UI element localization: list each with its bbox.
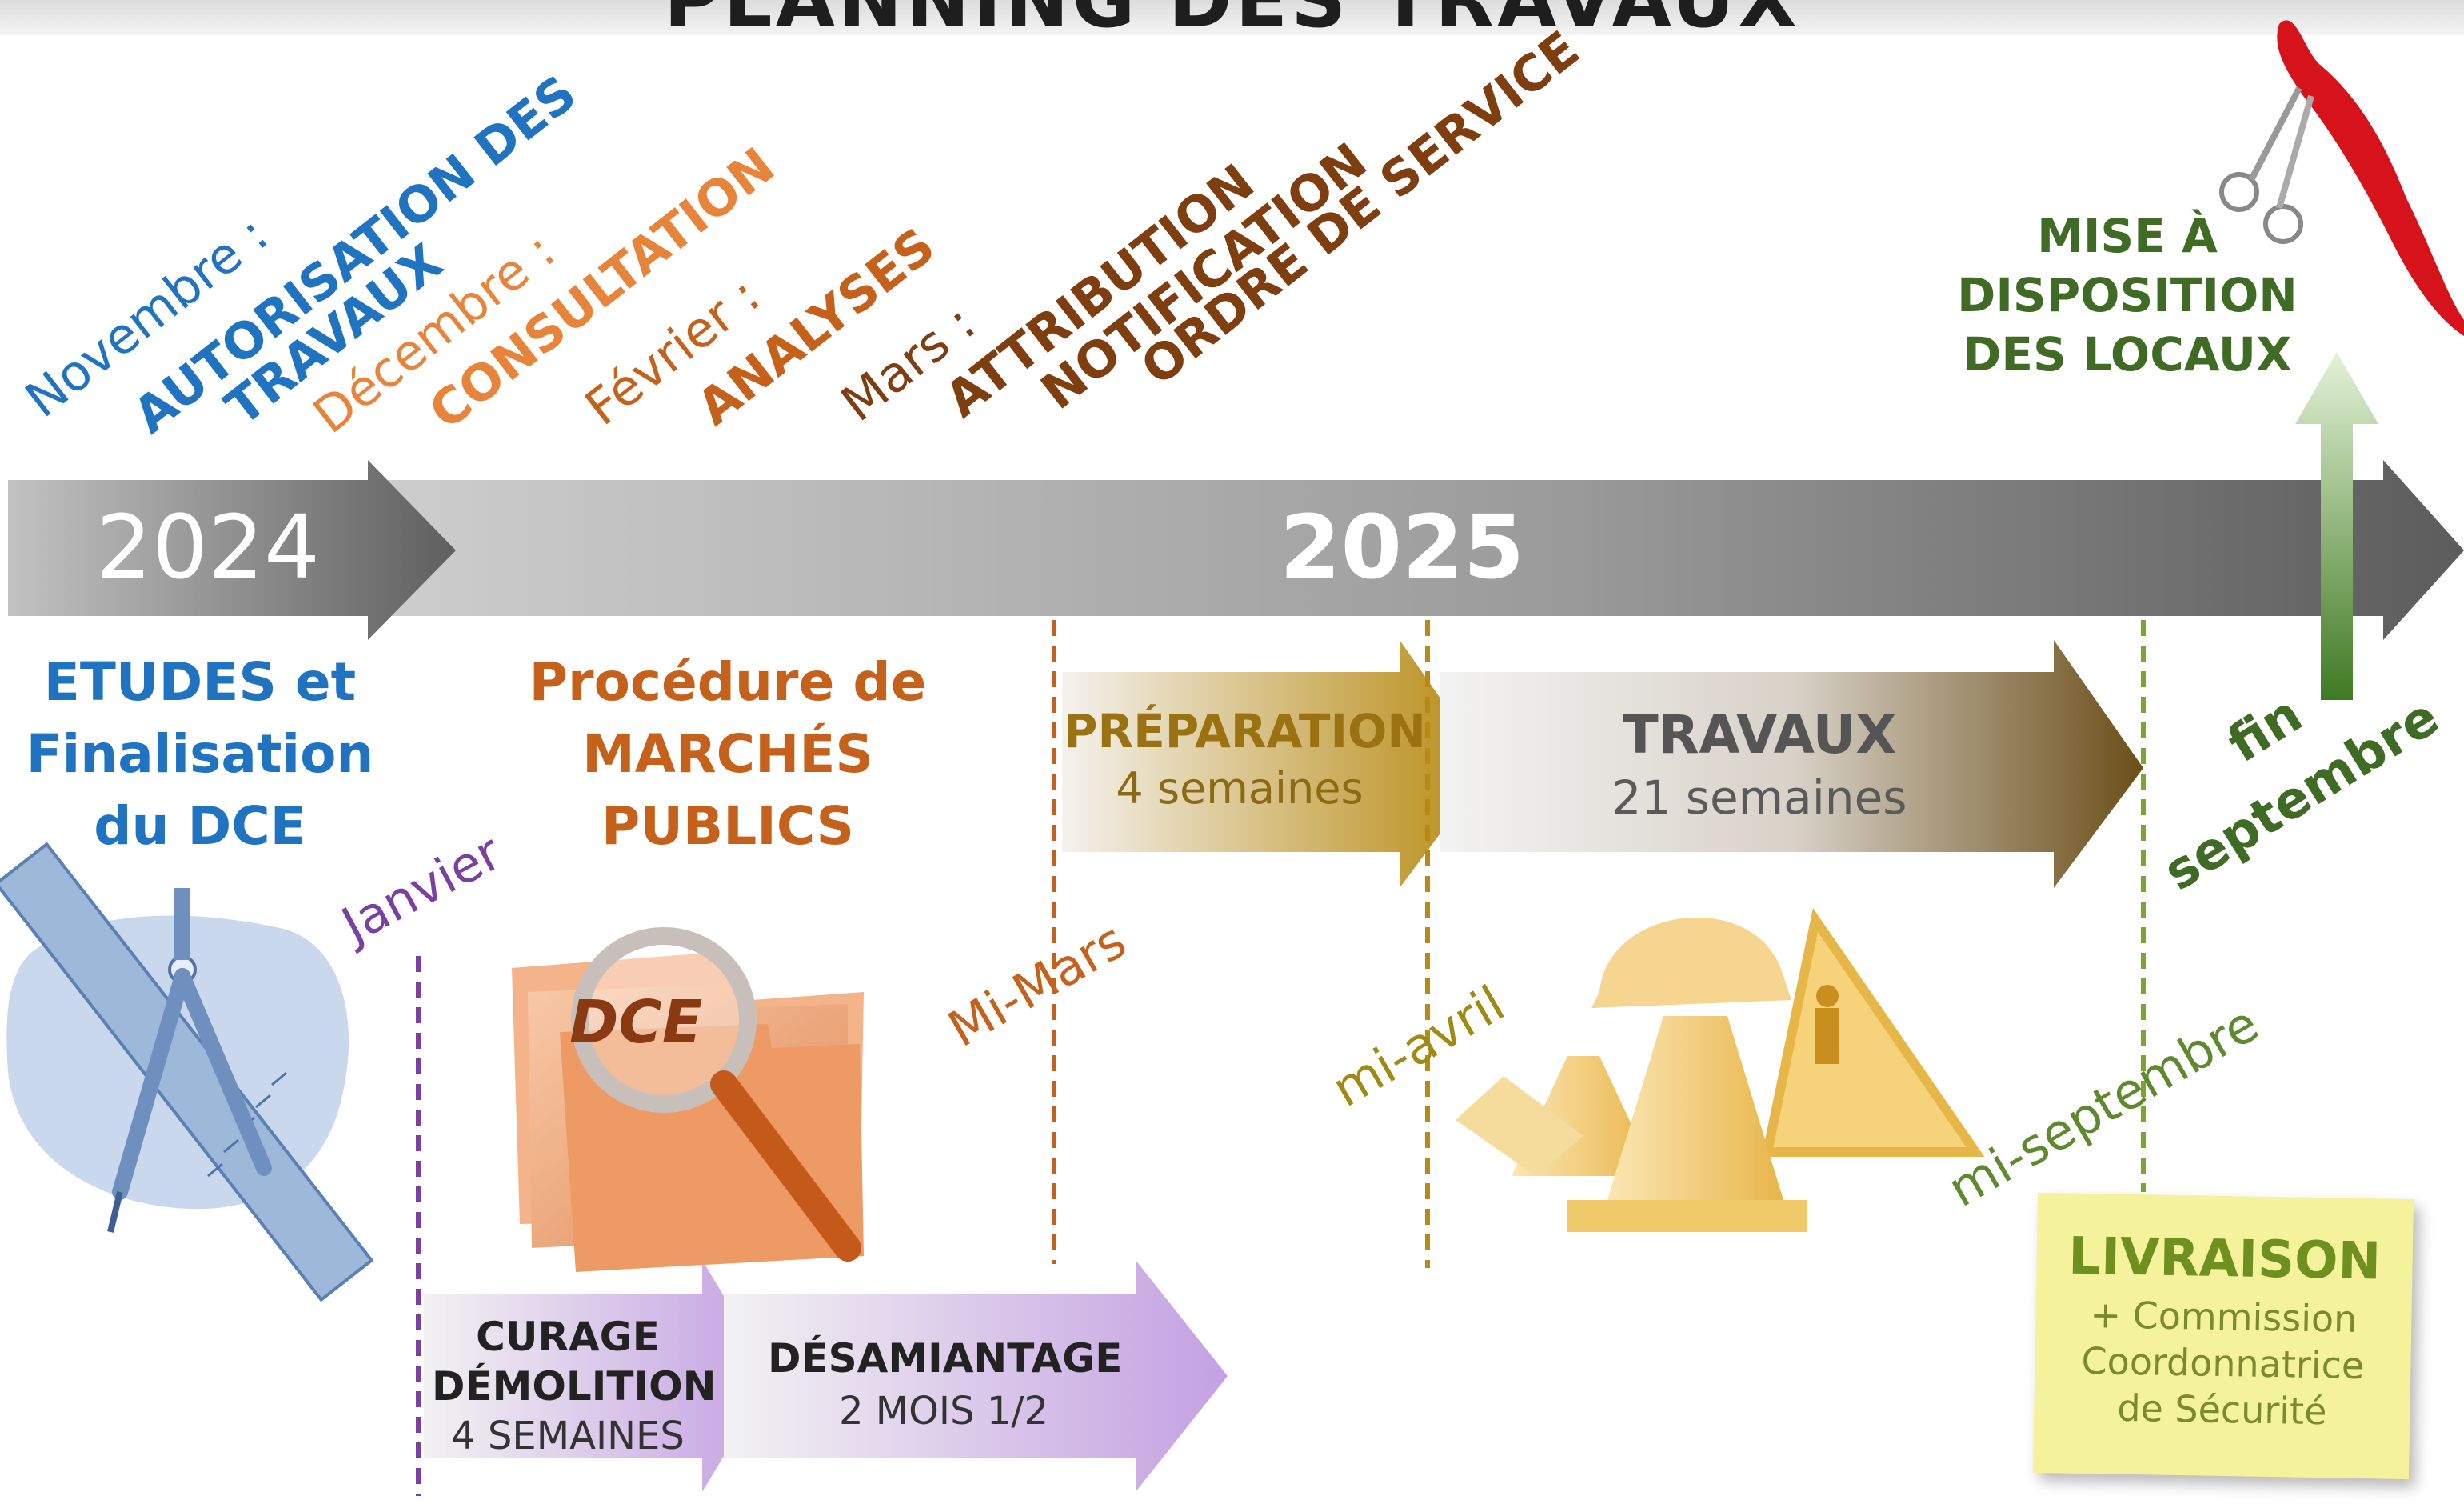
livraison-title: LIVRAISON [2067, 1226, 2382, 1292]
desamiantage-title: DÉSAMIANTAGE [768, 1335, 1123, 1382]
timeline-arrow-2024 [8, 460, 456, 640]
curage-line1: CURAGE [476, 1314, 660, 1360]
livraison-details: + Commission Coordonnatrice de Sécurité [2034, 1290, 2412, 1436]
curage-arrow [424, 1260, 772, 1492]
compass-ruler-icon [0, 842, 374, 1302]
mise-disposition-label: MISE À DISPOSITION DES LOCAUX [1935, 206, 2319, 384]
travaux-text: TRAVAUX 21 semaines [1559, 704, 1959, 825]
preparation-arrow [1062, 640, 1489, 888]
title-band [0, 0, 2464, 35]
preparation-duration: 4 semaines [1116, 763, 1364, 814]
curage-line3: 4 SEMAINES [451, 1414, 685, 1458]
curage-text: CURAGE DÉMOLITION 4 SEMAINES [432, 1312, 717, 1461]
etudes-line1: ETUDES et [43, 651, 357, 713]
procedure-line2: MARCHÉS [582, 723, 873, 785]
construction-icon [1456, 908, 1985, 1232]
timeline-arrow-2025 [224, 460, 2464, 640]
livraison-line2: Coordonnatrice [2081, 1338, 2365, 1388]
travaux-title: TRAVAUX [1622, 704, 1897, 766]
mise-line1: MISE À [2037, 209, 2218, 263]
mise-line2: DISPOSITION [1957, 268, 2298, 322]
green-up-arrow [2295, 352, 2378, 700]
preparation-title: PRÉPARATION [1064, 704, 1426, 758]
dce-label: DCE [569, 988, 703, 1057]
etudes-line3: du DCE [94, 795, 306, 857]
livraison-sticky-note: LIVRAISON + Commission Coordonnatrice de… [2032, 1192, 2414, 1480]
procedure-line1: Procédure de [529, 651, 927, 713]
etudes-label: ETUDES et Finalisation du DCE [16, 646, 384, 862]
livraison-line3: de Sécurité [2116, 1386, 2327, 1434]
mise-line3: DES LOCAUX [1963, 327, 2292, 382]
procedure-label: Procédure de MARCHÉS PUBLICS [504, 646, 952, 862]
travaux-arrow [1440, 640, 2143, 888]
desamiantage-arrow [724, 1260, 1228, 1492]
year-2024-label: 2024 [96, 496, 320, 598]
dce-folders-icon [512, 927, 864, 1272]
etudes-line2: Finalisation [26, 723, 374, 785]
travaux-duration: 21 semaines [1611, 770, 1907, 825]
desamiantage-text: DÉSAMIANTAGE 2 MOIS 1/2 [768, 1332, 1123, 1438]
year-2025-label: 2025 [1280, 496, 1525, 598]
livraison-line1: + Commission [2090, 1293, 2358, 1341]
procedure-line3: PUBLICS [601, 795, 855, 857]
curage-line2: DÉMOLITION [432, 1363, 717, 1410]
scissors-ribbon-icon [2219, 20, 2464, 337]
desamiantage-duration: 2 MOIS 1/2 [838, 1389, 1049, 1434]
preparation-text: PRÉPARATION 4 semaines [1064, 704, 1426, 814]
page-title: PLANNING DES TRAVAUX [664, 0, 1800, 45]
